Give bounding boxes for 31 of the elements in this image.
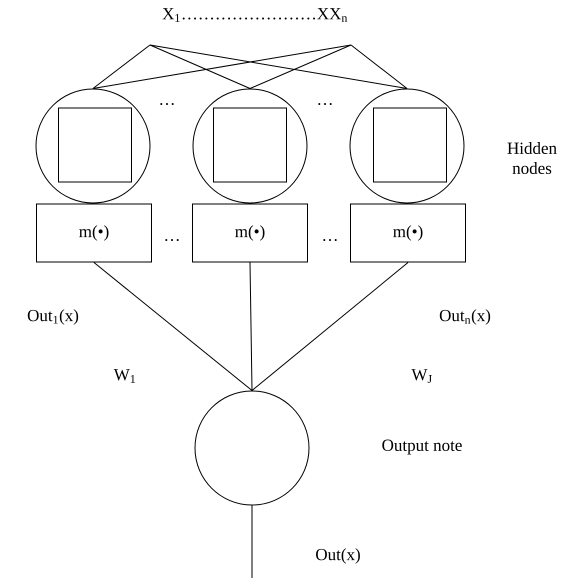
- connector-line: [250, 44, 352, 89]
- connector-line: [150, 44, 408, 89]
- inner-square: [58, 108, 132, 182]
- input-label: X$_{1}$……………………XX$_{n}$: [162, 8, 348, 22]
- weight-label: W$_{J}$: [411, 369, 432, 383]
- function-box: m(•): [36, 204, 152, 262]
- node-circle: [194, 390, 310, 506]
- connector-line: [350, 44, 408, 89]
- function-box: m(•): [350, 204, 466, 262]
- ellipsis: …: [318, 103, 332, 105]
- inner-square: [373, 108, 447, 182]
- node-circle: [350, 88, 464, 204]
- connector-line: [252, 262, 408, 391]
- layer-label: Hidden nodes: [507, 142, 557, 174]
- ellipsis: …: [165, 239, 179, 241]
- weight-label: W$_{1}$: [114, 369, 136, 383]
- ellipsis: …: [323, 239, 337, 241]
- connector-line: [94, 262, 252, 391]
- inner-square: [213, 108, 287, 182]
- output-label: Out$_{n}$(x): [440, 309, 490, 325]
- node-circle: [192, 88, 308, 204]
- connector-line: [92, 44, 352, 89]
- connector-line: [250, 262, 252, 391]
- function-box: m(•): [192, 204, 308, 262]
- connector-line: [150, 44, 250, 89]
- ellipsis: …: [160, 103, 174, 105]
- node-circle: [36, 88, 150, 204]
- connector-line: [92, 44, 150, 89]
- node-caption: Output note: [382, 440, 462, 454]
- edge-label: Out(x): [314, 547, 362, 565]
- output-label: Out$_{1}$(x): [28, 309, 78, 325]
